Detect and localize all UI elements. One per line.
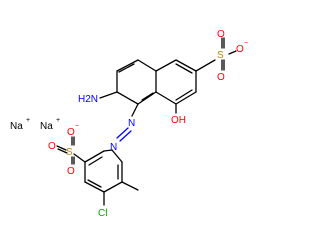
sulfur-bottom-label: S: [66, 147, 73, 158]
naphthalene-ring-bonds: [116, 59, 197, 105]
substituent-bonds: [99, 37, 237, 142]
azo-nitrogen-1-label: N: [128, 118, 135, 129]
oxygen-bottom-down-label: O: [67, 166, 75, 177]
sulfur-top-label: S: [217, 50, 224, 61]
oxygen-bottom-charge: −: [75, 123, 79, 130]
sodium-ion-2-charge: +: [56, 117, 60, 124]
sodium-ion-1-charge: +: [26, 117, 30, 124]
benzene-ring-bonds: [56, 136, 139, 206]
amino-label: H2N: [78, 94, 98, 105]
oxygen-bottom-left-label: O: [48, 141, 56, 152]
chlorine-label: Cl: [98, 208, 107, 219]
oxygen-top-up-label: O: [217, 29, 225, 40]
oxygen-top-down-label: O: [217, 72, 225, 83]
hydroxyl-label: OH: [171, 115, 186, 126]
oxygen-bottom-minus-label: O: [67, 127, 75, 138]
sodium-ion-1-label: Na: [10, 121, 23, 132]
oxygen-top-minus-label: O: [236, 44, 244, 55]
chemical-structure: H2N OH N N S O O O − S O − O O Cl Na + N…: [10, 29, 248, 219]
azo-nitrogen-2-label: N: [110, 142, 117, 153]
sodium-ion-2-label: Na: [40, 121, 53, 132]
oxygen-top-charge: −: [244, 40, 248, 47]
